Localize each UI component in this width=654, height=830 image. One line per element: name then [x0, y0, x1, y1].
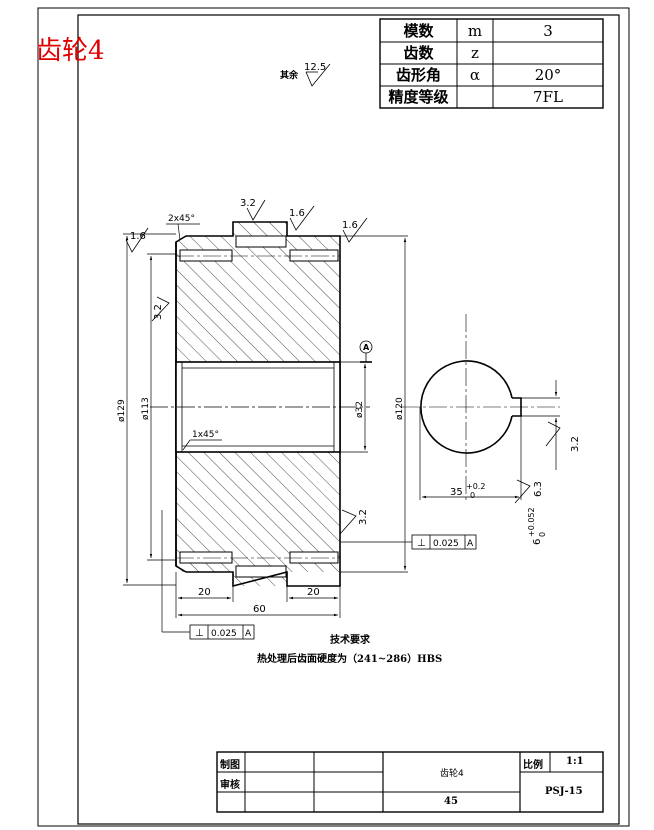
general-finish-value: 12.5: [304, 62, 326, 73]
param-value-module: 3: [543, 22, 553, 40]
param-name-module: 模数: [403, 22, 434, 40]
end-view: [402, 314, 560, 500]
param-name-angle: 齿形角: [395, 66, 441, 84]
param-symbol-angle: α: [469, 66, 481, 84]
gear-section: [150, 221, 370, 588]
tol-bottom-symbol: ⊥: [195, 628, 204, 639]
param-symbol-teeth: z: [471, 44, 479, 62]
keyway-depth: 35: [450, 487, 463, 498]
keyway-width: 6: [532, 539, 543, 545]
tol-right-datum: A: [467, 539, 474, 549]
tol-bottom-value: 0.025: [211, 629, 237, 639]
param-table-grid: [379, 18, 604, 109]
dia-hub: ø120: [395, 397, 405, 420]
tol-right-symbol: ⊥: [417, 538, 426, 549]
width-left: 20: [198, 587, 211, 598]
finish-top-mid2: 1.6: [289, 208, 305, 219]
finish-right-side: 3.2: [358, 509, 369, 525]
finish-top-left: 1.6: [130, 231, 146, 242]
keyway-width-upper: +0.052: [527, 507, 536, 537]
outer-border: [37, 7, 630, 827]
tol-bottom-datum: A: [245, 629, 252, 639]
finish-top-mid: 3.2: [240, 198, 256, 209]
dia-bore: ø32: [355, 401, 365, 418]
tb-quantity: 45: [444, 796, 458, 807]
keyway-depth-upper: +0.2: [466, 482, 485, 491]
general-finish-label: 其余: [280, 69, 299, 81]
notes-line1: 热处理后齿面硬度为（241~286）HBS: [257, 654, 443, 665]
finish-keyway-right: 3.2: [570, 436, 581, 452]
tb-ratio-value: 1:1: [566, 756, 584, 767]
param-name-accuracy: 精度等级: [388, 88, 449, 106]
tb-drawn-label: 制图: [220, 760, 240, 771]
width-total: 60: [253, 604, 266, 615]
tb-checked-label: 审核: [220, 780, 240, 791]
width-right: 20: [307, 587, 320, 598]
keyway-depth-lower: 0: [470, 491, 475, 500]
tb-ratio-label: 比例: [523, 760, 543, 771]
dia-outer: ø129: [117, 399, 127, 422]
param-value-angle: 20°: [534, 66, 562, 84]
tol-right-value: 0.025: [433, 539, 459, 549]
param-symbol-module: m: [467, 22, 483, 40]
param-value-accuracy: 7FL: [533, 88, 563, 106]
surface-finish-symbols: [125, 63, 561, 535]
datum-a-marker: [359, 340, 373, 363]
inner-frame: [77, 14, 620, 825]
param-name-teeth: 齿数: [403, 44, 434, 62]
finish-left-side: 3.2: [153, 304, 164, 320]
dimension-text: 其余 12.5 1.6 3.2 1.6 1.6 3.2 3.2 6.3 3.2 …: [117, 62, 581, 639]
drawing-title: 齿轮4: [36, 36, 105, 66]
section-dimensions: [123, 223, 412, 633]
datum-letter: A: [363, 343, 370, 352]
finish-top-right: 1.6: [342, 220, 358, 231]
finish-keyway-side: 6.3: [533, 481, 544, 497]
tb-drawing-no: PSJ-15: [545, 786, 583, 797]
keyway-width-lower: 0: [538, 532, 547, 537]
chamfer-bore: 1x45°: [192, 430, 219, 440]
tb-part-name: 齿轮4: [440, 769, 464, 779]
title-block-grid: [216, 751, 604, 813]
tolerance-frames: [189, 534, 477, 640]
notes-heading: 技术要求: [330, 635, 370, 646]
chamfer-top: 2x45°: [168, 214, 195, 224]
dia-pitch: ø113: [141, 397, 151, 420]
